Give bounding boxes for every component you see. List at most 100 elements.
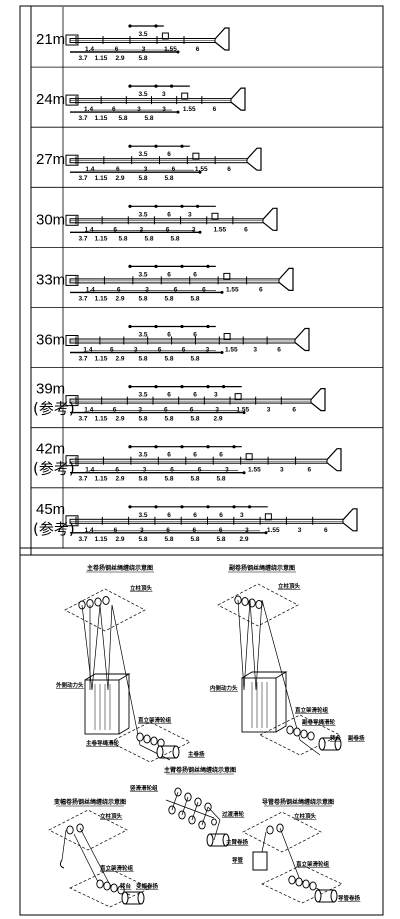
cylinder-dimension: 5.8 <box>190 476 199 483</box>
cylinder-dimension: 5.8 <box>138 356 147 363</box>
boom-dimension: 3 <box>192 226 196 233</box>
cylinder-dimension: 1.15 <box>95 476 108 483</box>
pulley-sheave <box>136 732 144 742</box>
boom-base-block <box>65 34 79 46</box>
cylinder-dimension: 1.15 <box>95 416 108 423</box>
reference-note: (参考) <box>33 400 75 418</box>
main-outer-power-head-tag: 外侧动力头 <box>56 681 84 689</box>
pin-node <box>128 324 132 329</box>
cylinder-dimension: 5.8 <box>216 536 225 543</box>
cylinder-dimension: 2.9 <box>115 536 124 543</box>
cylinder-end <box>176 50 180 54</box>
transition-pulley <box>211 818 217 826</box>
boom-dimension: 3 <box>138 407 142 414</box>
pin-node <box>154 144 158 148</box>
boom-dimension: 3 <box>140 527 144 534</box>
top-dimension: 6 <box>167 332 171 339</box>
wire-rope <box>73 833 99 883</box>
top-dimension: 6 <box>193 392 197 399</box>
boom-dimension: 1.55 <box>195 166 208 173</box>
cylinder-dimension: 3.7 <box>78 476 87 483</box>
top-dimension: 6 <box>219 512 223 519</box>
cylinder-dimension: 3.7 <box>78 356 87 363</box>
top-dimension: 6 <box>193 452 197 459</box>
boom-dimension: 1.4 <box>86 286 95 293</box>
boom-end-sheave <box>246 147 262 171</box>
boom-dimension: 1.4 <box>85 467 94 474</box>
pin-node <box>154 385 158 389</box>
pin-node <box>154 24 158 28</box>
boom-dimension: 3 <box>280 467 284 474</box>
boom-dimension: 6 <box>166 226 170 233</box>
pin-node <box>180 445 184 449</box>
pin-node <box>128 385 132 389</box>
pin-node <box>180 505 184 509</box>
boom-dimension: 3 <box>144 166 148 173</box>
cylinder-dimension: 3.7 <box>78 295 87 302</box>
length-label: 39m <box>36 381 65 398</box>
pulley-block <box>223 272 231 280</box>
boom-dimension: 3 <box>145 286 149 293</box>
pulley-sheave <box>96 879 104 889</box>
top-dimension: 6 <box>193 512 197 519</box>
boom-dimension: 3 <box>245 527 249 534</box>
boom-dimension: 1.4 <box>84 407 93 414</box>
cylinder-dimension: 5.8 <box>164 416 173 423</box>
boom-dimension: 3 <box>253 347 257 354</box>
pin-node <box>154 505 158 509</box>
pin-node <box>128 84 132 88</box>
boom-dimension: 3 <box>225 467 229 474</box>
luff-turntable-tag: 转台 <box>120 882 132 890</box>
length-label: 33m <box>36 271 65 288</box>
wire-rope <box>165 799 215 819</box>
boom-dimension: 1.55 <box>226 286 239 293</box>
pulley-sheave <box>307 731 315 741</box>
cylinder-dimension: 1.15 <box>95 175 108 182</box>
hook <box>59 859 65 869</box>
boom-hoist-tag: 主臂卷扬 <box>226 838 249 846</box>
top-dimension: 3 <box>214 392 218 399</box>
pulley-sheave <box>309 881 317 891</box>
sheet-frame <box>19 5 384 916</box>
drum-flange <box>137 891 145 905</box>
pulley-block <box>264 513 272 521</box>
boom-dimension: 6 <box>166 527 170 534</box>
cylinder-dimension: 2.9 <box>115 55 124 62</box>
length-label: 36m <box>36 332 65 349</box>
pin-node <box>128 445 132 449</box>
main-guide-pulley-tag: 主卷导绳滑轮 <box>86 739 120 747</box>
pin-node <box>180 204 184 208</box>
winding-diagrams: 主卷扬钢丝绳缠绕示意图立柱頂头外侧动力头直立架滑轮组主卷扬主卷导绳滑轮副卷扬钢丝… <box>48 564 365 908</box>
pulley-sheave <box>293 727 301 737</box>
length-label: 21m <box>36 31 65 48</box>
length-label: 30m <box>36 211 65 228</box>
boom-dimension: 6 <box>115 46 119 53</box>
boom-base-block <box>65 94 79 106</box>
boom-base-block <box>65 274 79 286</box>
cylinder-end <box>264 531 268 535</box>
cylinder-dimension: 5.8 <box>118 115 127 122</box>
boom-dimension: 3 <box>143 467 147 474</box>
pulley-sheave <box>286 725 294 735</box>
luff-support-pulley-tag: 直立架滑轮组 <box>100 864 134 872</box>
aux-hoist-title: 副卷扬钢丝绳缠绕示意图 <box>229 564 295 572</box>
boom-base-block <box>65 214 79 226</box>
top-dimension: 6 <box>167 211 171 218</box>
boom-dimension: 6 <box>115 467 119 474</box>
cylinder-dimension: 3.7 <box>78 235 87 242</box>
boom-dimension: 6 <box>190 407 194 414</box>
top-dimension: 6 <box>167 151 171 158</box>
cylinder-dimension: 2.9 <box>239 536 248 543</box>
pin-node <box>206 505 210 509</box>
top-dimension: 6 <box>167 392 171 399</box>
boom-dimension: 6 <box>292 407 296 414</box>
top-dimension: 3.5 <box>138 452 147 459</box>
boom-end-sheave <box>342 508 358 532</box>
boom-dimension: 3 <box>162 106 166 113</box>
boom-dimension: 6 <box>198 467 202 474</box>
top-dimension: 3 <box>188 211 192 218</box>
